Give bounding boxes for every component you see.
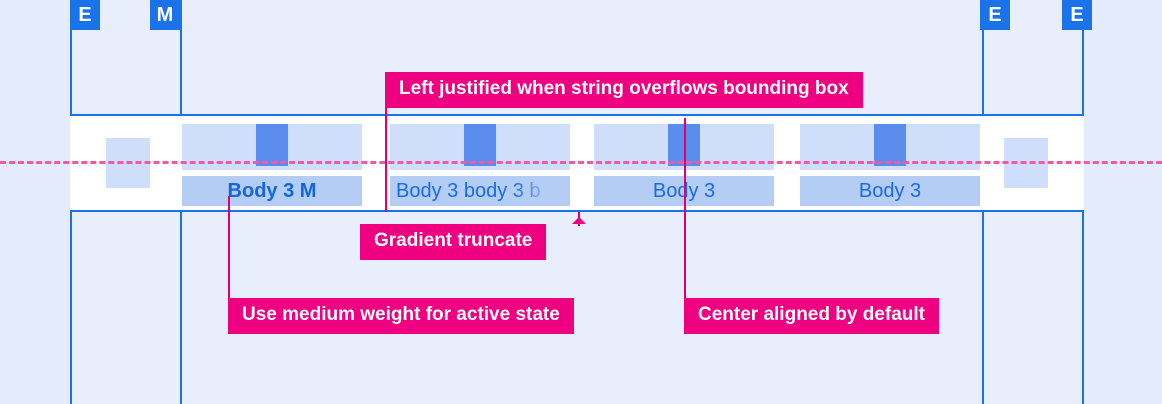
tab-1-icon <box>256 124 288 166</box>
tab-item-1[interactable]: Body 3 M <box>182 124 362 206</box>
tab-2-icon <box>464 124 496 166</box>
tab-3-label: Body 3 <box>652 179 716 202</box>
tab-2-label: Body 3 body 3 b <box>396 179 541 202</box>
connector-left-justified <box>385 72 387 212</box>
tab-1-label-row: Body 3 M <box>182 176 362 206</box>
tab-4-icon <box>874 124 906 166</box>
left-gutter <box>0 0 70 404</box>
annotation-gradient-truncate: Gradient truncate <box>360 217 586 260</box>
badge-e-right-inner: E <box>980 0 1010 30</box>
connector-center-aligned <box>684 118 686 298</box>
badge-m-left-inner: M <box>150 0 180 30</box>
annotation-left-justified: Left justified when string overflows bou… <box>385 72 863 108</box>
tab-4-label: Body 3 <box>858 179 922 202</box>
center-alignment-guide <box>0 161 1162 164</box>
badge-e-left-outer: E <box>70 0 100 30</box>
tab-4-label-row: Body 3 <box>800 176 980 206</box>
tab-item-4[interactable]: Body 3 <box>800 124 980 206</box>
badge-e-right-outer: E <box>1062 0 1092 30</box>
annotation-tip-icon <box>572 217 586 224</box>
tab-1-label: Body 3 M <box>227 179 317 202</box>
right-gutter <box>1084 0 1162 404</box>
annotation-center-aligned: Center aligned by default <box>684 298 939 334</box>
annotation-medium-weight: Use medium weight for active state <box>228 298 574 334</box>
tab-2-label-row: Body 3 body 3 b <box>390 176 570 206</box>
connector-medium-weight <box>228 196 230 298</box>
tab-item-2[interactable]: Body 3 body 3 b <box>390 124 570 206</box>
annotation-gradient-truncate-text: Gradient truncate <box>374 230 533 251</box>
